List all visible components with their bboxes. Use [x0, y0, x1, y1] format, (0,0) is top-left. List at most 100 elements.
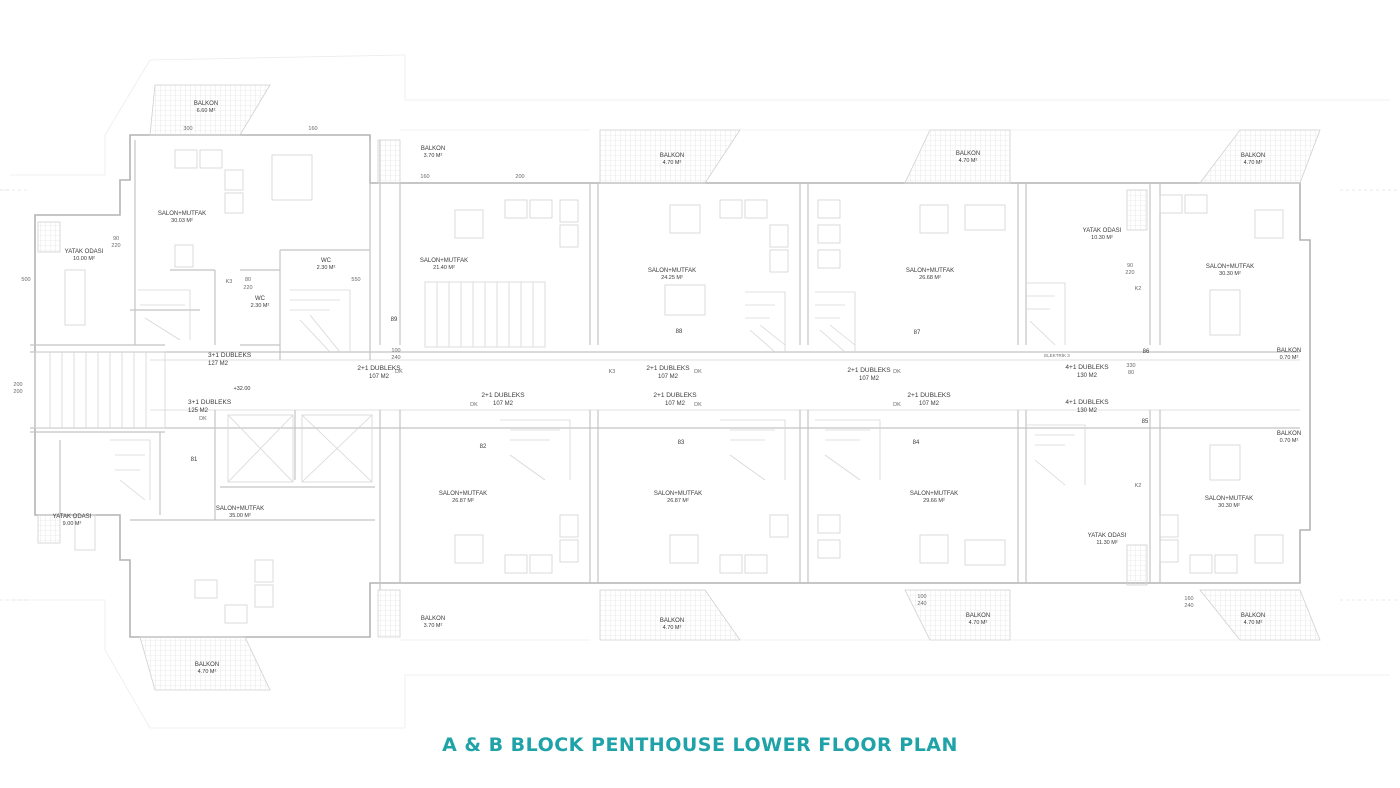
unit-area-u-21t2: 107 M2: [658, 374, 679, 380]
room-area-salon-t2: 24.25 M²: [661, 275, 683, 281]
site-outline: [0, 54, 1400, 729]
mark-6: DK: [199, 416, 207, 422]
dimension-9: 240: [391, 355, 400, 361]
room-area-yatak-bl: 9.00 M²: [63, 521, 82, 527]
unit-area-u-31a: 127 M2: [208, 361, 229, 367]
unit-area-u-21t3: 107 M2: [859, 376, 880, 382]
room-name-salon-tl: SALON+MUTFAK: [158, 211, 206, 217]
unit-number-87: 87: [914, 330, 921, 336]
plan-title: A & B BLOCK PENTHOUSE LOWER FLOOR PLAN: [442, 734, 958, 756]
room-area-balkon-t2: 4.70 M²: [663, 160, 682, 166]
unit-number-83: 83: [678, 440, 685, 446]
room-area-balkon-b2: 4.70 M²: [663, 625, 682, 631]
room-area-wc-1: 2.30 M²: [317, 265, 336, 271]
unit-area-u-21b1: 107 M2: [493, 401, 514, 407]
dimension-13: 80: [1128, 370, 1134, 376]
room-area-balkon-tl: 6.60 M²: [197, 108, 216, 114]
room-name-salon-b3: SALON+MUTFAK: [910, 491, 958, 497]
room-name-balkon-t2: BALKON: [660, 153, 684, 159]
room-name-yatak-bl: YATAK ODASI: [53, 514, 92, 520]
dimension-6: 80: [245, 277, 251, 283]
room-name-salon-bl: SALON+MUTFAK: [216, 506, 264, 512]
room-name-wc-1: WC: [321, 258, 332, 264]
room-area-salon-tr: 30.30 M²: [1219, 271, 1241, 277]
balconies-bottom: [37, 189, 1321, 691]
unit-number-81: 81: [191, 457, 198, 463]
unit-area-u-21b3: 107 M2: [919, 401, 940, 407]
room-name-balkon-bl: BALKON: [195, 662, 219, 668]
room-area-balkon-b3: 4.70 M²: [969, 620, 988, 626]
dimension-18: 200: [13, 382, 22, 388]
unit-number-88: 88: [676, 329, 683, 335]
room-area-wc-2: 2.30 M²: [251, 303, 270, 309]
unit-number-86: 86: [1143, 349, 1150, 355]
room-name-yatak-tr: YATAK ODASI: [1083, 228, 1122, 234]
room-name-salon-b1: SALON+MUTFAK: [439, 491, 487, 497]
unit-type-u-41t: 4+1 DUBLEKS: [1065, 364, 1109, 371]
room-area-yatak-l: 10.00 M²: [73, 256, 95, 262]
dimension-15: 240: [1184, 603, 1193, 609]
room-area-salon-b1: 26.87 M²: [452, 498, 474, 504]
room-name-balkon-b3: BALKON: [966, 613, 990, 619]
mark-9: K2: [1135, 286, 1142, 292]
unit-type-u-21t3: 2+1 DUBLEKS: [847, 367, 891, 374]
unit-area-u-41b: 130 M2: [1077, 408, 1098, 414]
room-name-salon-t2: SALON+MUTFAK: [648, 268, 696, 274]
room-area-balkon-r2: 0.70 M²: [1280, 438, 1299, 444]
dimension-1: 160: [308, 126, 317, 132]
building-outline: [30, 134, 1311, 638]
room-area-salon-tl: 30.03 M²: [171, 218, 193, 224]
unit-type-u-31a: 3+1 DUBLEKS: [208, 352, 252, 359]
mark-4: DK: [694, 402, 702, 408]
unit-type-u-41b: 4+1 DUBLEKS: [1065, 399, 1109, 406]
room-name-balkon-r1: BALKON: [1277, 348, 1301, 354]
unit-type-u-21t1: 2+1 DUBLEKS: [357, 365, 401, 372]
room-area-yatak-tr: 10.30 M²: [1091, 235, 1113, 241]
room-name-wc-2: WC: [255, 296, 266, 302]
room-area-salon-t1: 21.40 M²: [433, 265, 455, 271]
unit-type-u-31b: 3+1 DUBLEKS: [188, 399, 232, 406]
room-name-yatak-l: YATAK ODASI: [65, 249, 104, 255]
room-name-salon-b2: SALON+MUTFAK: [654, 491, 702, 497]
unit-number-84: 84: [913, 440, 920, 446]
dimension-14: 160: [1184, 596, 1193, 602]
room-area-salon-br: 30.30 M²: [1218, 503, 1240, 509]
room-area-balkon-bl: 4.70 M²: [198, 669, 217, 675]
room-area-yatak-br: 11.30 M²: [1096, 540, 1117, 546]
room-name-salon-br: SALON+MUTFAK: [1205, 496, 1253, 502]
unit-type-u-21b2: 2+1 DUBLEKS: [653, 392, 697, 399]
unit-number-82: 82: [480, 444, 487, 450]
dimension-7: 220: [243, 285, 252, 291]
room-area-salon-t3: 26.68 M²: [919, 275, 941, 281]
room-area-balkon-t4: 4.70 M²: [1244, 160, 1263, 166]
dimension-5: 220: [111, 243, 120, 249]
room-name-salon-t1: SALON+MUTFAK: [420, 258, 468, 264]
room-area-salon-bl: 35.00 M²: [229, 513, 251, 519]
room-name-balkon-t4: BALKON: [1241, 153, 1265, 159]
room-area-salon-b2: 26.87 M²: [667, 498, 689, 504]
furniture: [64, 149, 1284, 624]
room-area-salon-b3: 29.66 M²: [923, 498, 945, 504]
dimension-2: 160: [420, 174, 429, 180]
unit-area-u-31b: 125 M2: [188, 408, 209, 414]
unit-type-u-21b3: 2+1 DUBLEKS: [907, 392, 951, 399]
room-area-balkon-r1: 0.70 M²: [1280, 355, 1299, 361]
unit-number-85: 85: [1142, 419, 1149, 425]
balconies-top: [149, 84, 1321, 184]
dimension-16: 500: [21, 277, 30, 283]
room-name-balkon-tl: BALKON: [194, 101, 218, 107]
room-name-balkon-t1: BALKON: [421, 146, 445, 152]
elektrik-label: ELEKTRİK 3: [1044, 352, 1070, 358]
room-area-balkon-t3: 4.70 M²: [959, 158, 978, 164]
unit-number-89: 89: [391, 317, 398, 323]
room-name-salon-tr: SALON+MUTFAK: [1206, 264, 1254, 270]
dimension-21: 240: [917, 601, 926, 607]
dimension-0: 300: [183, 126, 192, 132]
dimension-11: 220: [1125, 270, 1134, 276]
room-name-balkon-t3: BALKON: [956, 151, 980, 157]
voids: [227, 414, 373, 483]
mark-3: DK: [470, 402, 478, 408]
